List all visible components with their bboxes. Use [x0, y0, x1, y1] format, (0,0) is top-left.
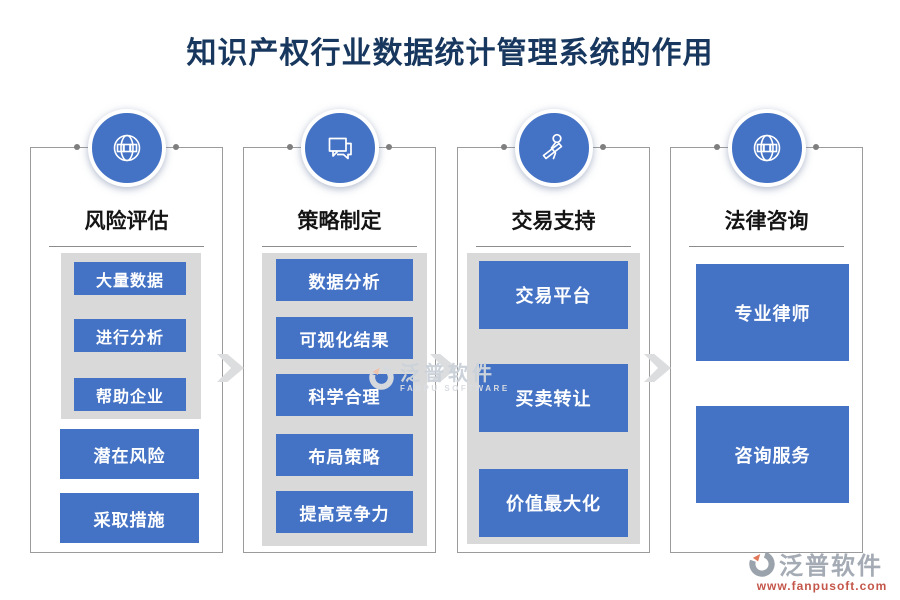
column-badge: [87, 109, 166, 187]
column-badge: [300, 109, 379, 187]
item-button: 大量数据: [74, 262, 186, 295]
globe-icon: [753, 134, 780, 162]
brand-swoosh-icon: [749, 550, 775, 577]
column-risk-assessment: 风险评估 大量数据 进行分析 帮助企业 潜在风险 采取措施: [30, 109, 223, 553]
header-divider: [476, 246, 631, 247]
item-button: 买卖转让: [479, 364, 628, 432]
item-button: 专业律师: [696, 264, 849, 361]
footer-url: www.fanpusoft.com: [756, 579, 888, 593]
connector-dot: [714, 144, 720, 150]
footer-logo: 泛普软件 www.fanpusoft.com: [748, 546, 896, 593]
connector-dot: [287, 144, 293, 150]
header-divider: [689, 246, 844, 247]
footer-brand: 泛普软件: [779, 554, 883, 580]
item-button: 帮助企业: [74, 378, 186, 411]
connector-dot: [813, 144, 819, 150]
column-legal-consult: 法律咨询 专业律师 咨询服务: [670, 109, 863, 553]
column-header: 法律咨询: [724, 209, 809, 233]
item-button: 提高竞争力: [276, 491, 413, 533]
globe-icon: [113, 134, 140, 162]
chat-bubbles-icon: [328, 137, 352, 160]
item-button: 采取措施: [60, 493, 199, 543]
connector-dot: [501, 144, 507, 150]
column-strategy: 策略制定 数据分析 可视化结果 科学合理 布局策略 提高竞争力: [243, 109, 436, 553]
header-divider: [262, 246, 417, 247]
column-header: 风险评估: [84, 209, 169, 233]
column-badge: [514, 109, 593, 187]
item-button: 进行分析: [74, 319, 186, 352]
item-button: 交易平台: [479, 261, 628, 329]
item-button: 数据分析: [276, 259, 413, 301]
page-title: 知识产权行业数据统计管理系统的作用: [186, 37, 714, 70]
column-trade-support: 交易支持 交易平台 买卖转让 价值最大化: [457, 109, 650, 553]
connector-dot: [386, 144, 392, 150]
column-header: 交易支持: [511, 209, 596, 233]
connector-dot: [600, 144, 606, 150]
item-button: 可视化结果: [276, 317, 413, 359]
item-button: 价值最大化: [479, 469, 628, 537]
item-button: 潜在风险: [60, 429, 199, 479]
person-icon: [542, 133, 562, 160]
item-button: 布局策略: [276, 434, 413, 476]
item-button: 科学合理: [276, 374, 413, 416]
item-button: 咨询服务: [696, 406, 849, 503]
column-badge: [727, 109, 806, 187]
connector-dot: [173, 144, 179, 150]
connector-dot: [74, 144, 80, 150]
column-header: 策略制定: [297, 209, 382, 233]
header-divider: [49, 246, 204, 247]
